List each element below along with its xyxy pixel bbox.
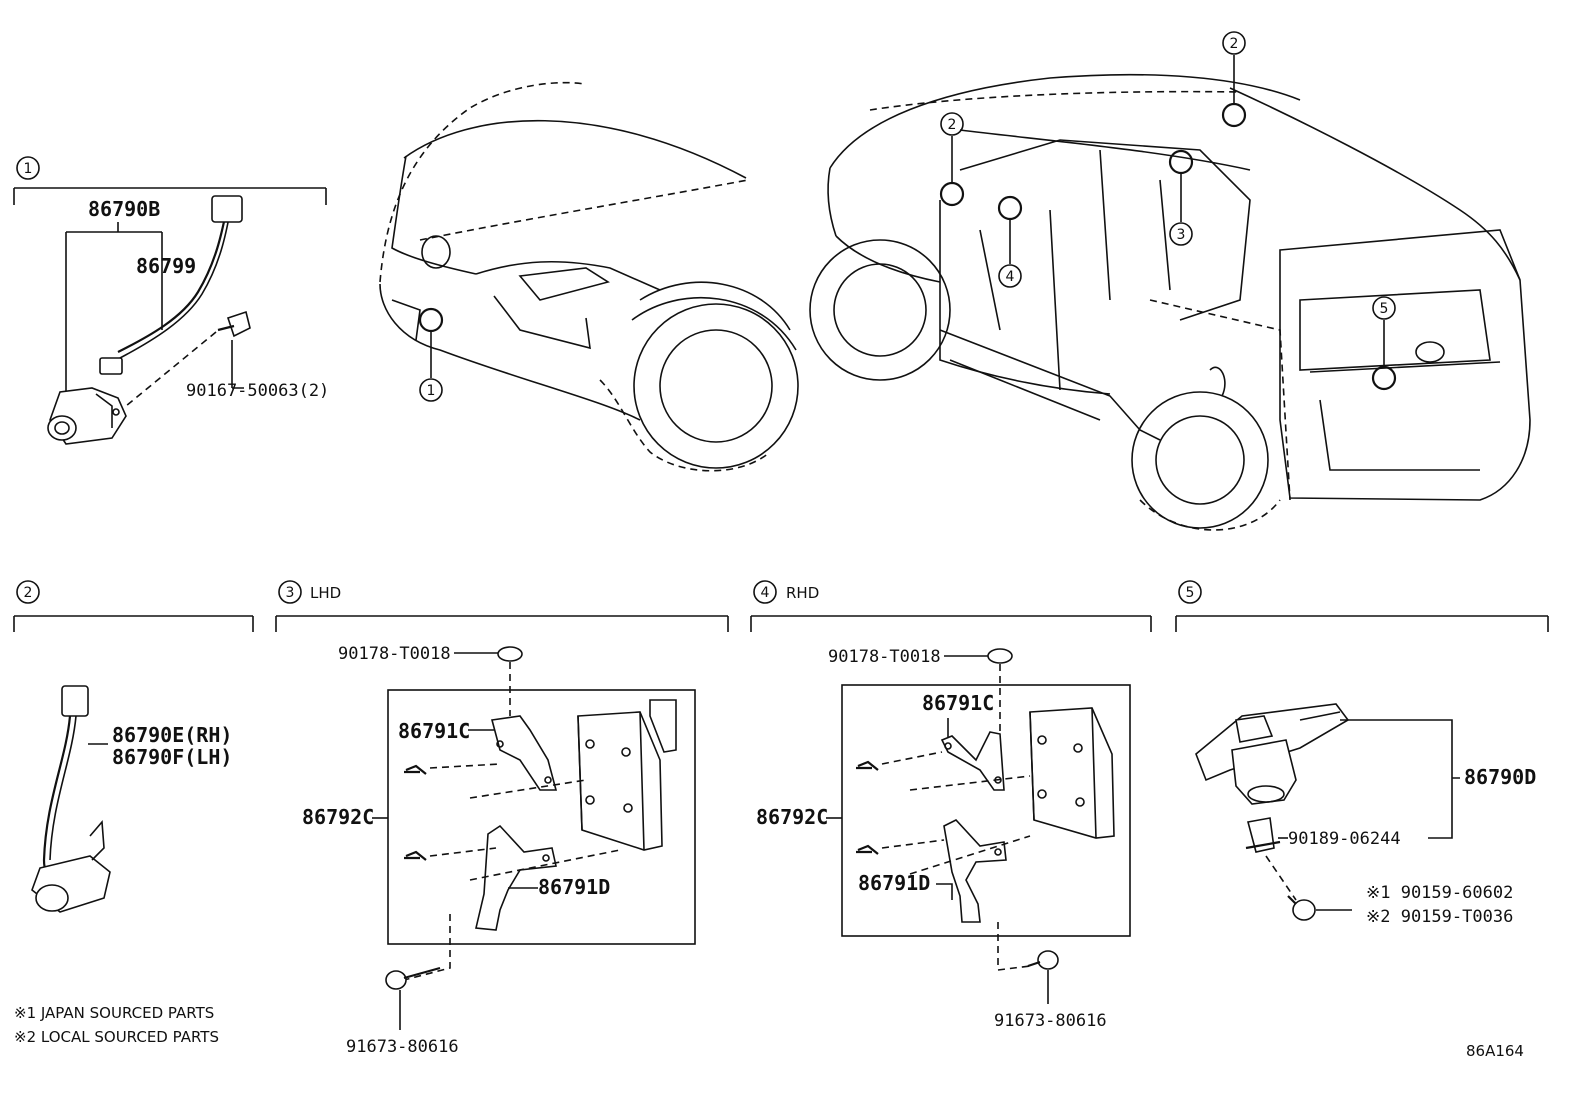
callout-3: 3 xyxy=(1177,227,1186,243)
lhd-assembly-box xyxy=(387,689,696,945)
section-2-number: 2 xyxy=(24,585,33,601)
screw-90159-icon xyxy=(1287,895,1316,921)
part-90159-T0036[interactable]: ※2 90159-T0036 xyxy=(1366,907,1513,927)
section-4-badge xyxy=(753,580,777,604)
section-5-badge xyxy=(1178,580,1202,604)
callout-4-badge xyxy=(998,264,1022,288)
rhd-ecu-module xyxy=(1029,707,1115,839)
camera-cable xyxy=(117,211,228,353)
part-86790E-RH[interactable]: 86790E(RH) xyxy=(112,723,232,747)
part-90189-06244[interactable]: 90189-06244 xyxy=(1288,829,1401,849)
camera-cable-edge xyxy=(119,211,231,359)
section-1-bracket xyxy=(13,187,327,205)
callout-marker-front-camera xyxy=(418,307,444,333)
rhd-part-86791C[interactable]: 86791C xyxy=(922,691,994,715)
lhd-screw-lower xyxy=(404,850,427,861)
lhd-part-86792C[interactable]: 86792C xyxy=(302,805,374,829)
rhd-part-91673-80616[interactable]: 91673-80616 xyxy=(994,1011,1107,1031)
callout-marker-5 xyxy=(1371,365,1397,391)
callout-marker-2a xyxy=(1221,102,1247,128)
callout-5: 5 xyxy=(1380,301,1389,317)
section-1-badge xyxy=(16,156,40,180)
rhd-bracket-lower xyxy=(943,819,1007,923)
rhd-part-86791D[interactable]: 86791D xyxy=(858,871,930,895)
front-camera-illustration xyxy=(47,387,127,445)
section-1: 1 86790B 86799 90167-50063(2) xyxy=(13,156,329,445)
section-5-bracket xyxy=(1175,615,1549,632)
rhd-screw-lower xyxy=(856,844,879,855)
callout-4: 4 xyxy=(1006,269,1015,285)
lhd-nut-icon xyxy=(497,646,523,662)
figure-id: 86A164 xyxy=(1466,1042,1524,1060)
section-5: 5 86790D 90189-06244 ※1 90159-60602 ※2 9… xyxy=(1175,580,1549,927)
callout-1-badge xyxy=(419,378,443,402)
screw-90167-illustration xyxy=(217,310,251,338)
section-4-bracket xyxy=(750,615,1152,632)
lhd-part-86791D[interactable]: 86791D xyxy=(538,875,610,899)
rhd-nut-icon xyxy=(987,648,1013,664)
grommet-90189-icon xyxy=(1245,817,1281,853)
rhd-part-86792C[interactable]: 86792C xyxy=(756,805,828,829)
section-4-number: 4 xyxy=(761,585,770,601)
part-86790F-LH[interactable]: 86790F(LH) xyxy=(112,745,232,769)
cable-connector-top xyxy=(211,195,243,223)
lhd-part-91673-80616[interactable]: 91673-80616 xyxy=(346,1037,459,1057)
callout-marker-2b xyxy=(939,181,965,207)
lhd-bracket-lower xyxy=(475,824,557,931)
part-86799[interactable]: 86799 xyxy=(136,254,196,278)
section-5-number: 5 xyxy=(1186,585,1195,601)
part-90167-50063[interactable]: 90167-50063(2) xyxy=(186,381,329,401)
section-3-bracket xyxy=(275,615,729,632)
section-2-badge xyxy=(16,580,40,604)
part-86790B[interactable]: 86790B xyxy=(88,197,160,221)
callout-2a-badge xyxy=(1222,31,1246,55)
rear-camera-illustration xyxy=(1195,703,1350,805)
part-86790D[interactable]: 86790D xyxy=(1464,765,1536,789)
lhd-part-90178-T0018[interactable]: 90178-T0018 xyxy=(338,644,451,664)
note-local-sourced: ※2 LOCAL SOURCED PARTS xyxy=(14,1028,219,1046)
callout-3-badge xyxy=(1169,222,1193,246)
rhd-part-90178-T0018[interactable]: 90178-T0018 xyxy=(828,647,941,667)
section-3-number: 3 xyxy=(286,585,295,601)
rhd-screw-upper xyxy=(856,760,879,771)
callout-2b-badge xyxy=(940,112,964,136)
callout-2b: 2 xyxy=(948,117,957,133)
section-4-label: RHD xyxy=(786,584,819,602)
section-3-label: LHD xyxy=(310,584,341,602)
section-2-bracket xyxy=(13,615,254,632)
callout-marker-3 xyxy=(1168,149,1194,175)
lhd-screw-upper xyxy=(404,764,427,775)
section-3-lhd: 3 LHD 90178-T0018 86792C 86791C xyxy=(275,580,729,1057)
part-90159-60602[interactable]: ※1 90159-60602 xyxy=(1366,883,1513,903)
callout-marker-4 xyxy=(997,195,1023,221)
section-3-badge xyxy=(278,580,302,604)
lhd-bracket-upper xyxy=(490,715,558,791)
note-japan-sourced: ※1 JAPAN SOURCED PARTS xyxy=(14,1004,214,1022)
part-86790D-leader xyxy=(1340,719,1460,839)
part-86790B-leader xyxy=(65,222,163,392)
callout-5-badge xyxy=(1372,296,1396,320)
vehicle-front-view: 1 xyxy=(379,81,799,472)
lhd-bolt-icon xyxy=(385,966,441,990)
vehicle-rear-view: 2 2 3 4 5 xyxy=(809,31,1531,531)
rhd-assembly-box xyxy=(841,684,1131,937)
screw-dash-line xyxy=(125,331,217,407)
callout-1: 1 xyxy=(427,383,436,399)
section-1-number: 1 xyxy=(24,161,33,177)
lhd-ecu-module xyxy=(577,699,677,851)
section-4-rhd: 4 RHD 90178-T0018 86792C 86791C xyxy=(750,580,1152,1031)
cable-connector-bottom xyxy=(99,357,123,375)
rhd-bolt-icon xyxy=(1027,950,1059,970)
section-2: 2 86790E(RH) 86790F(LH) xyxy=(13,580,254,913)
lhd-part-86791C[interactable]: 86791C xyxy=(398,719,470,743)
part-90167-leader xyxy=(231,340,244,389)
rhd-bracket-upper xyxy=(940,731,1005,791)
callout-2a: 2 xyxy=(1230,36,1239,52)
side-camera-illustration xyxy=(31,685,111,913)
